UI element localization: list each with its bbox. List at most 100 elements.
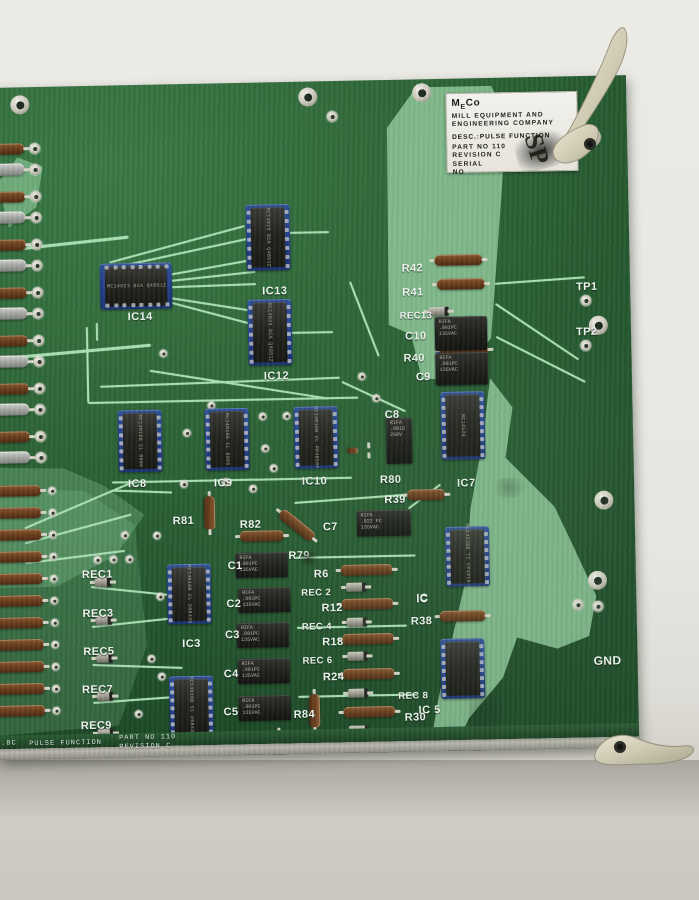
component-label-c1: C1: [227, 559, 243, 573]
board-drop-shadow: [0, 760, 699, 820]
component-label-ic: IC: [416, 593, 429, 606]
bottom-silk-left: .8C: [1, 739, 17, 748]
ejector-lever-bottom[interactable]: [592, 718, 697, 788]
component-label-c9: C9: [415, 371, 431, 384]
ic-label-ic10: IC10: [301, 475, 328, 488]
component-label-r42: R42: [401, 262, 424, 275]
bottom-silk-desc: PULSE FUNCTION: [29, 738, 103, 749]
component-label-r24: R24: [322, 670, 345, 684]
ic-label-ic7: IC7: [456, 477, 476, 490]
ic-marking: MC14018B CL 8906: [223, 412, 231, 466]
component-label-c2: C2: [226, 597, 242, 611]
component-label-r80: R80: [379, 473, 402, 487]
component-label-r82: R82: [239, 518, 262, 531]
component-label-c4: C4: [223, 668, 239, 681]
ic-ic10: MC14018B CL PP4850F: [293, 406, 339, 469]
component-label-c5: C5: [223, 706, 239, 719]
ic-marking: MC14018B CL 8906: [136, 414, 144, 468]
component-label-rec5: REC5: [83, 645, 115, 659]
ejector-lever-top[interactable]: [552, 26, 652, 176]
desc-key: DESC.: [452, 133, 477, 141]
ic-ic6: MC14538B TI CP4810-1: [444, 523, 491, 590]
test-point-label-tp2: TP2: [575, 325, 598, 339]
ic-marking: MC14528: [459, 413, 467, 438]
component-label-r40: R40: [403, 352, 426, 365]
ic-ic8: MC14018B CL 8906: [117, 409, 163, 473]
component-label-c3: C3: [224, 629, 241, 642]
ic-ic4: MC14018B CL 268435: [168, 675, 215, 737]
via-pad: [282, 411, 291, 421]
component-label-rec-8: REC 8: [398, 690, 429, 702]
ic-marking: MC14023 BCA Q4851Z: [106, 282, 167, 290]
component-label-r41: R41: [402, 286, 424, 299]
component-label-rec-6: REC 6: [302, 655, 333, 667]
component-label-c10: C10: [404, 330, 427, 343]
component-label-rec1: REC1: [81, 568, 113, 582]
ic-ic12: MC14023 BCA Q4851Z: [247, 298, 293, 366]
component-label-r18: R18: [322, 635, 344, 649]
ic-ic3: MC14018B CL 268435: [166, 563, 212, 625]
component-label-c8: C8: [384, 408, 400, 422]
ic-label-ic14: IC14: [127, 310, 153, 324]
company-co: Co: [465, 97, 481, 109]
via-pad: [152, 531, 162, 540]
via-pad: [249, 484, 258, 493]
ic-label-ic13: IC13: [262, 284, 288, 298]
component-label-r81: R81: [172, 514, 195, 528]
test-point-label-tp1: TP1: [575, 280, 598, 294]
bottom-silk-part: PART NO 110: [119, 733, 177, 743]
component-label-rec-2: REC 2: [301, 587, 332, 599]
ic-marking: MC14538B TI CP4810-1: [463, 523, 472, 590]
ic-label-ic8: IC8: [127, 477, 147, 491]
ic-marking: MC14018B CL 268435: [185, 564, 193, 624]
bottom-silk-rev: REVISION C: [119, 742, 172, 752]
component-label-rec13: REC13: [399, 310, 433, 322]
component-label-rec9: REC9: [80, 719, 112, 733]
ic-marking: MC14018B CL PP4850F: [312, 406, 320, 469]
component-label-rec3: REC3: [82, 607, 114, 621]
ic-ic13: MC14023 BCA Q4851Z: [245, 203, 291, 271]
ic-ic7: MC14528: [440, 391, 486, 460]
component-label-rec-4: REC 4: [301, 621, 332, 633]
ic-label-ic12: IC12: [263, 369, 290, 383]
component-label-r6: R6: [313, 568, 329, 581]
component-label-c7: C7: [322, 521, 338, 534]
via-pad: [125, 555, 134, 564]
gnd-label: GND: [593, 653, 622, 668]
ic-marking: MC14018B CL 268435: [187, 676, 196, 736]
component-label-rec7: REC7: [81, 683, 114, 697]
component-label-r30: R30: [404, 711, 427, 724]
ic-ic9: MC14018B CL 8906: [204, 407, 250, 471]
component-label-r38: R38: [410, 615, 433, 628]
trace: [95, 322, 99, 341]
company-m: M: [451, 97, 461, 110]
ic-ic14: MC14023 BCA Q4851Z: [99, 262, 173, 310]
component-label-r12: R12: [321, 601, 344, 615]
component-label-r39: R39: [384, 493, 406, 507]
smudge-text: SP: [518, 130, 556, 168]
ic-label-ic9: IC9: [213, 477, 233, 490]
ic-marking: MC14023 BCA Q4851Z: [266, 302, 274, 363]
component-label-r84: R84: [293, 708, 316, 721]
via-pad: [134, 709, 143, 719]
pcb-board: MC14023 BCA Q4851Z IC14 MC14023 BCA Q4851Z…: [0, 75, 640, 760]
ic-label-ic3: IC3: [182, 637, 201, 651]
